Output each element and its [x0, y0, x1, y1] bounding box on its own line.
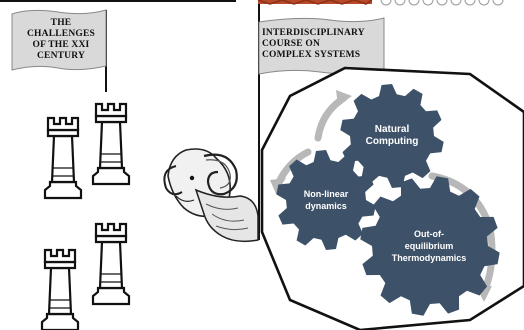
left-flag-line-2: CHALLENGES	[27, 29, 95, 39]
right-flag-line-2: COURSE ON	[262, 39, 321, 49]
gear-thermodynamics	[360, 176, 500, 316]
gear-natural-line-2: Computing	[365, 136, 419, 147]
right-flag	[258, 4, 385, 240]
gear-thermo-line-2: equilibrium	[404, 241, 454, 251]
gear-nonlinear-dynamics-label: Non-linear dynamics	[288, 188, 364, 212]
gear-natural-line-1: Natural	[374, 124, 410, 135]
rook-icon-2	[43, 116, 83, 200]
right-flag-title: INTERDISCIPLINARY COURSE ON COMPLEX SYST…	[262, 28, 382, 61]
gear-thermo-line-1: Out-of-	[414, 229, 444, 239]
gear-natural-computing-label: Natural Computing	[352, 124, 432, 148]
gear-nonlinear-line-2: dynamics	[305, 201, 347, 211]
left-flag-line-1: THE	[50, 18, 72, 28]
left-flag-line-4: CENTURY	[36, 51, 86, 61]
gear-natural-computing	[340, 84, 444, 188]
top-banner-ornament	[258, 0, 372, 4]
gear-thermodynamics-label: Out-of- equilibrium Thermodynamics	[378, 228, 480, 264]
ram-icon	[163, 148, 259, 243]
right-flag-line-1: INTERDISCIPLINARY	[262, 28, 365, 38]
top-banner	[0, 0, 504, 6]
gear-nonlinear-dynamics	[276, 150, 376, 250]
gear-nonlinear-line-1: Non-linear	[303, 189, 349, 199]
right-flag-line-3: COMPLEX SYSTEMS	[262, 50, 361, 60]
left-flag-title: THE CHALLENGES OF THE XXI CENTURY	[22, 18, 100, 62]
left-flag	[11, 9, 107, 92]
rook-icon-1	[91, 102, 131, 186]
top-banner-circles	[380, 0, 504, 6]
gear-thermo-line-3: Thermodynamics	[391, 253, 467, 263]
left-flag-line-3: OF THE XXI	[32, 40, 90, 50]
rook-icon-3	[91, 222, 131, 306]
rook-icon-4	[40, 248, 80, 330]
